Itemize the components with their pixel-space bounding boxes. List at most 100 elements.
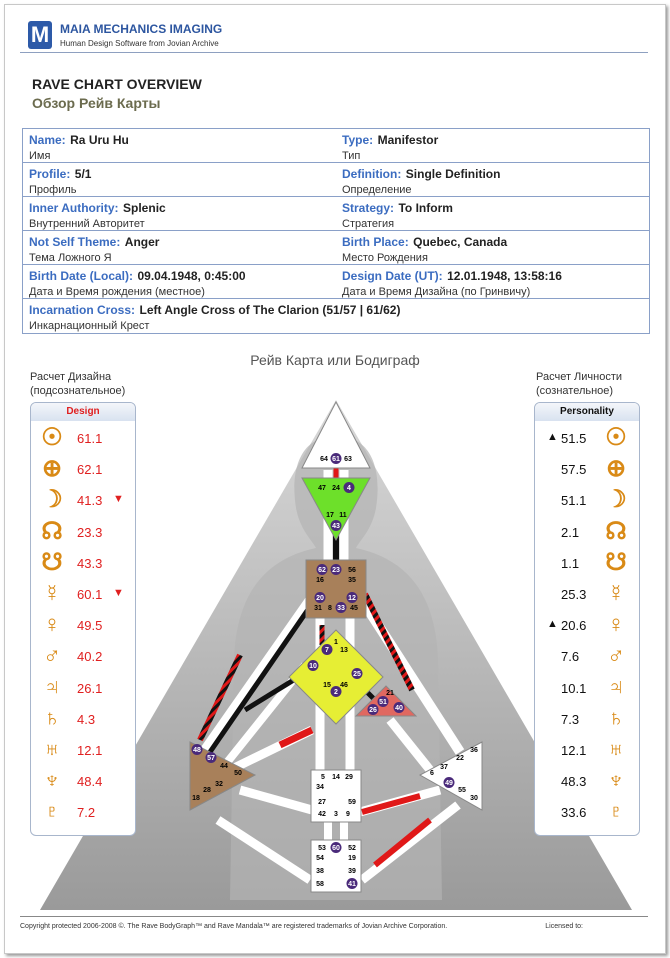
design-row: ♅12.1 xyxy=(35,737,135,767)
gate-label: 41 xyxy=(348,881,356,888)
gate-marker xyxy=(343,482,355,493)
gate-marker xyxy=(191,744,203,755)
personality-panel: Personality ▲51.5☉57.5⊕51.1☽2.1☊1.1☋25.3… xyxy=(534,402,640,836)
gate-label: 57 xyxy=(207,755,215,762)
gate-label: 56 xyxy=(348,567,356,574)
design-row: ☋43.3 xyxy=(35,549,135,580)
uranus-icon: ♅ xyxy=(607,736,625,763)
gate-label: 10 xyxy=(309,663,317,670)
mars-icon: ♂ xyxy=(43,642,61,670)
saturn-icon: ♄ xyxy=(607,704,625,732)
venus-icon: ♀ xyxy=(607,611,625,639)
design-value: 4.3 xyxy=(77,711,96,727)
brand-tagline: Human Design Software from Jovian Archiv… xyxy=(60,39,219,48)
gate-marker xyxy=(330,686,342,697)
head-center xyxy=(301,400,371,469)
personality-row: 12.1♅ xyxy=(537,737,637,767)
gate-marker xyxy=(314,592,326,603)
personality-value: 51.5 xyxy=(561,431,587,446)
gate-label: 40 xyxy=(395,705,403,712)
chart-title: Рейв Карта или Бодиграф xyxy=(250,352,420,368)
personality-value: 33.6 xyxy=(561,805,587,821)
mars-icon: ♂ xyxy=(607,642,625,670)
sun-icon: ☉ xyxy=(605,424,627,451)
personality-value: 7.3 xyxy=(561,711,580,727)
design-value: 26.1 xyxy=(77,680,103,696)
personality-value: 2.1 xyxy=(561,524,580,540)
copyright-text: Copyright protected 2006-2008 ©. The Rav… xyxy=(20,923,448,930)
personality-value: 25.3 xyxy=(561,587,587,602)
gate-marker xyxy=(346,878,358,889)
gate-label: 35 xyxy=(348,577,356,584)
personality-row: 2.1 ☊ xyxy=(537,517,637,549)
gate-marker xyxy=(316,564,328,575)
gate-label: 46 xyxy=(340,682,348,689)
personality-marker: ▲ xyxy=(547,431,558,443)
gate-label: 13 xyxy=(340,647,348,654)
gate-label: 18 xyxy=(192,795,200,802)
gate-marker xyxy=(205,752,217,763)
design-heading: Расчет Дизайна(подсознательное) xyxy=(30,371,126,397)
channel-32-54 xyxy=(215,816,313,884)
licensed-to: Licensed to: xyxy=(545,923,583,930)
gate-marker xyxy=(330,453,342,464)
mercury-icon: ☿ xyxy=(607,580,625,607)
design-value: 7.2 xyxy=(77,805,96,821)
personality-row: 7.6 ♂ xyxy=(537,643,637,673)
gate-label: 31 xyxy=(314,605,322,612)
design-value: 41.3 xyxy=(77,493,103,509)
gate-label: 21 xyxy=(386,690,394,697)
info-cross: Incarnation Cross: Left Angle Cross of T… xyxy=(29,303,401,332)
personality-value: 7.6 xyxy=(561,649,580,665)
personality-value: 57.5 xyxy=(561,462,587,478)
gate-label: 43 xyxy=(332,523,340,530)
gate-label: 27 xyxy=(318,799,326,806)
channel-30-41 xyxy=(359,801,461,884)
personality-panel-title: Personality xyxy=(535,403,639,421)
earth-icon: ⊕ xyxy=(41,455,63,483)
gate-label: 55 xyxy=(458,787,466,794)
gate-label: 16 xyxy=(316,577,324,584)
channel-20-57 xyxy=(207,593,321,754)
gate-label: 42 xyxy=(318,811,326,818)
gate-label: 63 xyxy=(344,456,352,463)
gate-label: 52 xyxy=(348,845,356,852)
gate-label: 37 xyxy=(440,764,448,771)
design-marker: ▼ xyxy=(113,493,124,506)
gate-label: 59 xyxy=(348,799,356,806)
gate-marker xyxy=(367,704,379,715)
gate-label: 64 xyxy=(320,456,328,463)
gate-label: 14 xyxy=(332,774,340,781)
jupiter-icon: ♃ xyxy=(43,673,61,701)
mercury-icon: ☿ xyxy=(43,580,61,607)
maia-logo-icon: M xyxy=(28,21,52,49)
gate-label: 44 xyxy=(220,763,228,770)
design-panel: Design ☉61.1⊕62.1☽41.3▼☊23.3☋43.3☿60.1▼♀… xyxy=(30,402,136,836)
north-node-icon: ☊ xyxy=(605,517,627,545)
personality-value: 1.1 xyxy=(561,555,580,571)
gate-label: 39 xyxy=(348,868,356,875)
gate-label: 29 xyxy=(345,774,353,781)
gate-label: 58 xyxy=(316,881,324,888)
personality-marker: ▲ xyxy=(547,618,558,631)
design-value: 49.5 xyxy=(77,618,103,634)
gate-label: 60 xyxy=(332,845,340,852)
design-row: ☿60.1▼ xyxy=(35,581,135,611)
personality-row: 33.6♇ xyxy=(537,799,637,829)
gate-label: 50 xyxy=(234,770,242,777)
gate-label: 32 xyxy=(215,781,223,788)
channel-12-22 xyxy=(362,592,415,692)
personality-row: ▲20.6♀ xyxy=(537,612,637,642)
design-value: 61.1 xyxy=(77,431,103,446)
personality-row: 25.3 ☿ xyxy=(537,581,637,611)
design-row: ♀49.5 xyxy=(35,612,135,642)
g-center xyxy=(288,629,384,725)
moon-icon: ☽ xyxy=(41,486,63,514)
